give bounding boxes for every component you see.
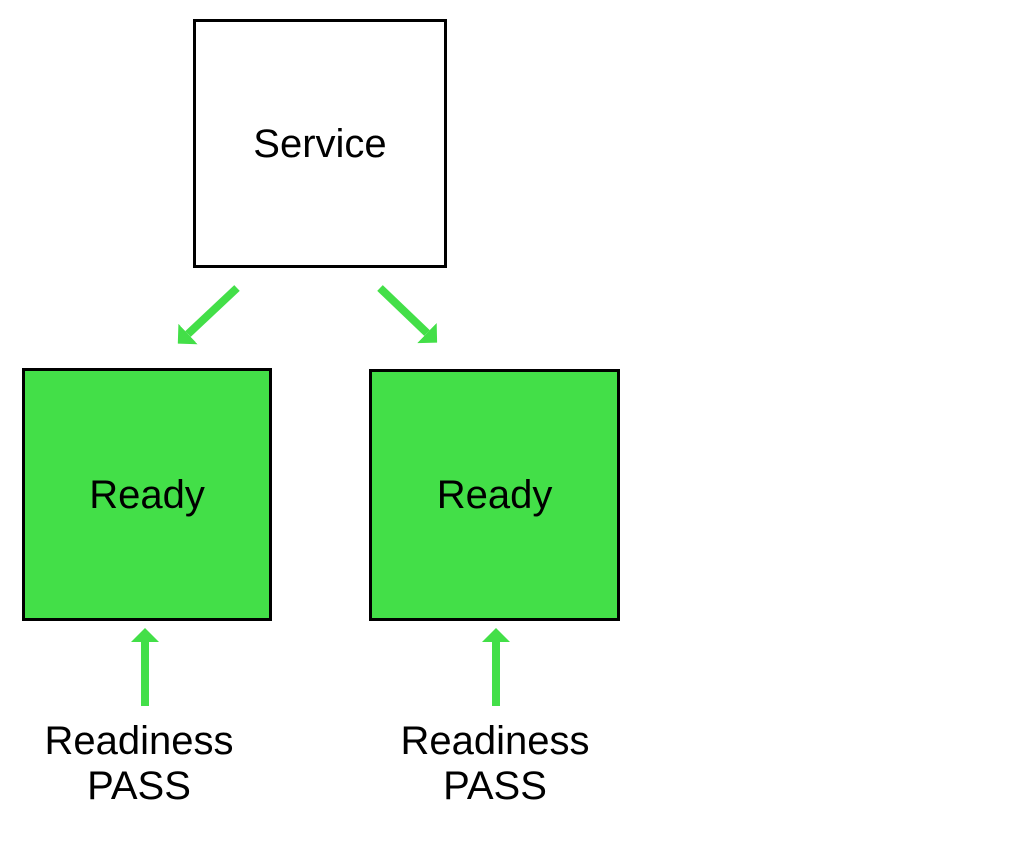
pod-node-label: Ready — [436, 473, 553, 517]
arrow-down-right-icon — [377, 285, 438, 344]
readiness-pass-caption-left: Readiness PASS — [19, 719, 259, 809]
pod-node-left: Ready — [22, 368, 272, 621]
arrow-down-left-icon — [177, 285, 240, 345]
service-node: Service — [193, 19, 447, 268]
pod-node-label: Ready — [89, 472, 205, 517]
readiness-pass-caption-right: Readiness PASS — [375, 719, 615, 809]
service-node-label: Service — [253, 121, 387, 166]
caption-line: PASS — [443, 764, 547, 808]
caption-line: Readiness — [44, 719, 234, 763]
pod-node-right: Ready — [369, 369, 620, 621]
caption-line: Readiness — [400, 719, 590, 763]
caption-line: PASS — [87, 764, 191, 808]
